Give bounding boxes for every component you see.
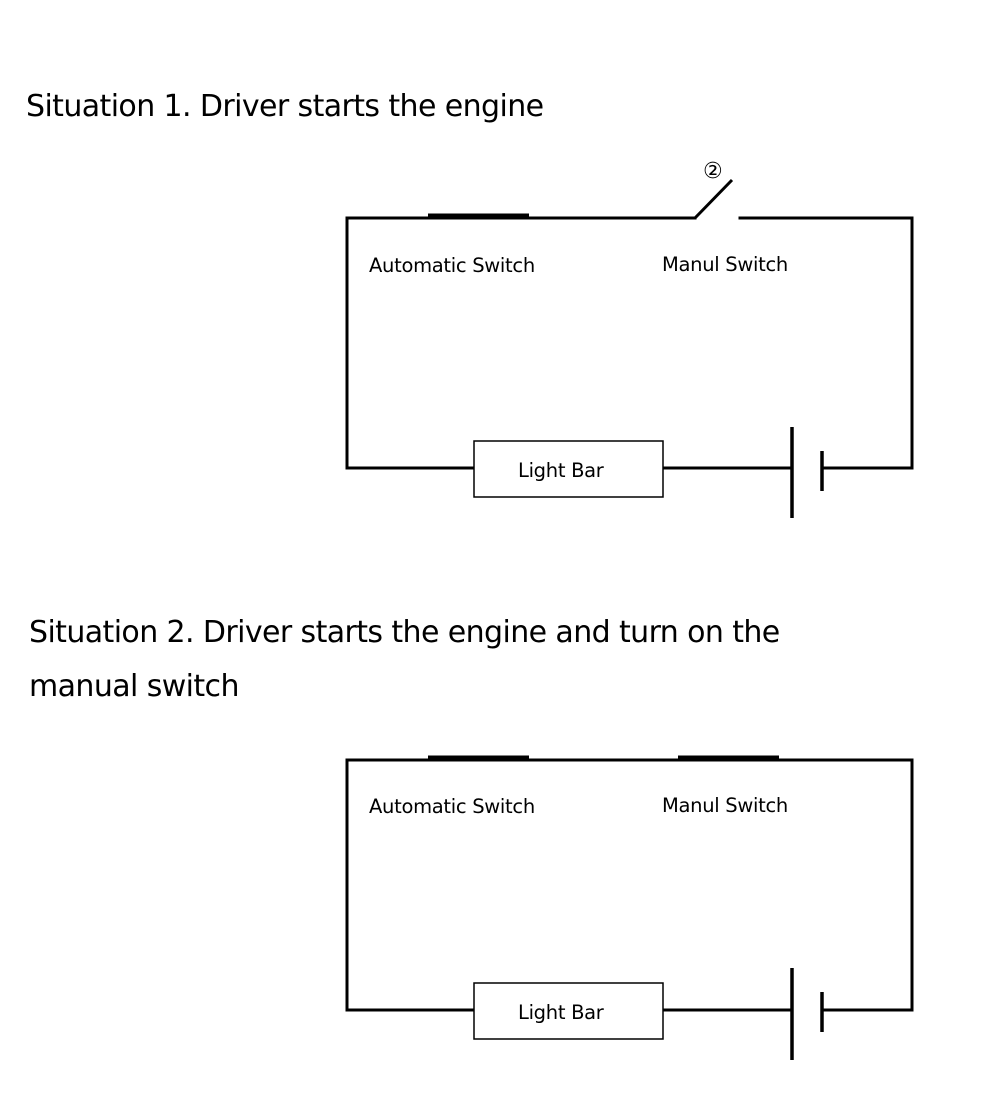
- circuit-diagram-situation-2: Light Bar Automatic Switch Manul Switch: [345, 755, 914, 1060]
- manual-switch-label: Manul Switch: [662, 794, 788, 817]
- manual-switch-marker: ②: [703, 159, 723, 184]
- light-bar-box: [473, 982, 664, 1040]
- situation-2-title-line-2: manual switch: [29, 669, 239, 704]
- light-bar-label: Light Bar: [518, 459, 605, 482]
- light-bar-label: Light Bar: [518, 1001, 605, 1024]
- automatic-switch-label: Automatic Switch: [369, 254, 535, 277]
- manual-switch-open-lever: [693, 178, 734, 220]
- light-bar-box: [473, 440, 664, 498]
- situation-2-title: Situation 2. Driver starts the engine an…: [29, 606, 780, 714]
- automatic-switch-closed: [428, 213, 529, 220]
- circuit-diagram-situation-1: ② Light Bar Automatic Switch Manul Switc…: [345, 159, 914, 518]
- situation-1-title: Situation 1. Driver starts the engine: [26, 89, 544, 124]
- automatic-switch-closed: [428, 755, 529, 762]
- manual-switch-closed: [678, 755, 779, 762]
- situation-2-title-line-1: Situation 2. Driver starts the engine an…: [29, 615, 780, 650]
- automatic-switch-label: Automatic Switch: [369, 795, 535, 818]
- manual-switch-label: Manul Switch: [662, 253, 788, 276]
